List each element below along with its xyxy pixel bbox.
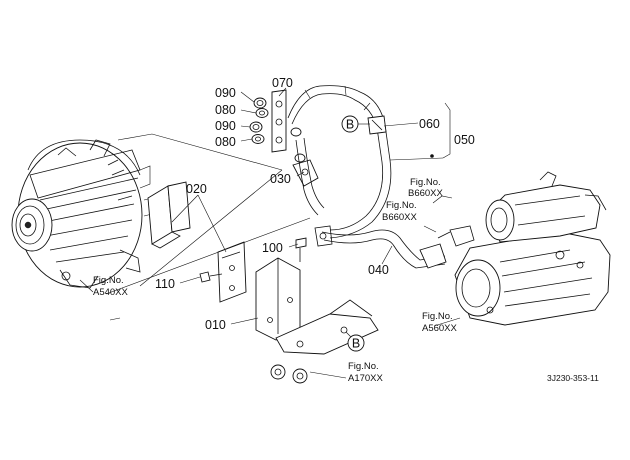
- bracket-010: [255, 257, 301, 341]
- mount-plate: [270, 299, 379, 384]
- callout-030: 030: [270, 172, 291, 186]
- fig-ref-b660-top: Fig.No. B660XX: [408, 177, 444, 199]
- fig-ref-b660-top-line1: Fig.No.: [410, 177, 441, 188]
- callout-110: 110: [155, 277, 175, 291]
- callout-060: 060: [419, 117, 440, 131]
- cable-clip: [367, 115, 387, 135]
- fig-ref-b660-mid-line2: B660XX: [382, 212, 418, 223]
- fig-ref-a170-line1: Fig.No.: [348, 361, 379, 372]
- bracket-left-020: [147, 181, 191, 249]
- fig-ref-a170-line2: A170XX: [348, 373, 384, 384]
- callout-080-lower: 080: [215, 135, 236, 149]
- callout-010: 010: [205, 318, 226, 332]
- b-marker-lower: B: [347, 334, 365, 352]
- battery-cable-060: [287, 85, 392, 239]
- callout-050: 050: [454, 133, 475, 147]
- alternator-illustration: [11, 139, 153, 289]
- washer-pair: [290, 127, 306, 163]
- callout-020: 020: [186, 182, 207, 196]
- fig-ref-a540-line1: Fig.No.: [93, 275, 124, 286]
- fig-ref-b660-top-line2: B660XX: [408, 188, 444, 199]
- starter-motor-illustration: [437, 171, 611, 326]
- fig-ref-a540: Fig.No. A540XX: [93, 275, 129, 298]
- fig-ref-a560-line1: Fig.No.: [422, 311, 453, 322]
- b-marker-lower-label: B: [352, 337, 360, 351]
- drawing-code: 3J230-353-11: [547, 373, 599, 383]
- callout-070: 070: [272, 76, 293, 90]
- callout-040: 040: [368, 263, 389, 277]
- terminal-hardware: [249, 89, 319, 187]
- fig-ref-b660-mid-line1: Fig.No.: [386, 200, 417, 211]
- callout-090-upper: 090: [215, 86, 236, 100]
- leader-lines: [79, 87, 461, 379]
- bolt-110: [199, 271, 223, 283]
- bracket-020: [217, 241, 247, 303]
- b-marker-upper-label: B: [346, 118, 354, 132]
- fig-ref-a540-line2: A540XX: [93, 287, 129, 298]
- fig-ref-b660-mid: Fig.No. B660XX: [382, 200, 418, 223]
- bolt-100: [295, 237, 307, 262]
- starter-cable-040: [314, 225, 447, 269]
- callout-100: 100: [262, 241, 283, 255]
- nut-090-upper: [253, 97, 267, 109]
- callout-090-lower: 090: [215, 119, 236, 133]
- b-marker-upper: B: [341, 115, 359, 133]
- terminal-plate-070: [271, 89, 287, 153]
- fig-ref-a560-line2: A560XX: [422, 323, 458, 334]
- washer-080-lower: [251, 134, 265, 144]
- clamp-030: [292, 159, 319, 187]
- fig-ref-a170: Fig.No. A170XX: [348, 361, 384, 384]
- washer-080-upper: [255, 108, 269, 118]
- nut-090-lower: [249, 121, 263, 133]
- callout-080-upper: 080: [215, 103, 236, 117]
- fig-ref-a560: Fig.No. A560XX: [422, 311, 458, 334]
